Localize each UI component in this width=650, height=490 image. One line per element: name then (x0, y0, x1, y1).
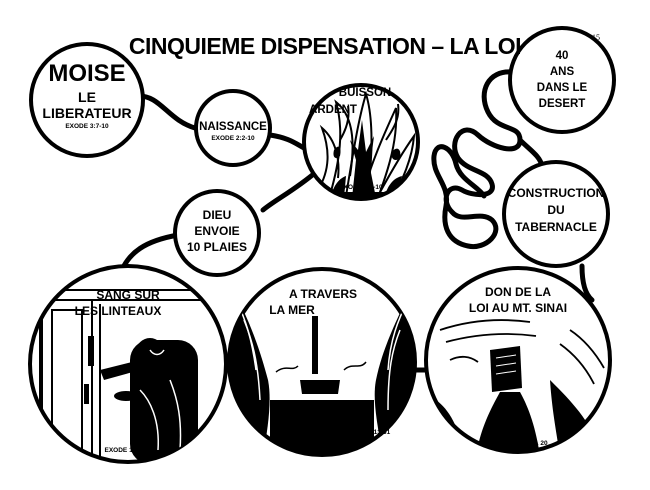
mer-reference: EXODE 14:13-31 (339, 429, 391, 436)
moise-name: MOISE (48, 60, 126, 87)
dieu-line1: DIEU (202, 208, 232, 222)
moise-line3: LIBERATEUR (42, 105, 132, 121)
connector-loi-construction (579, 263, 595, 303)
passover-door-illustration (30, 289, 210, 462)
buisson-line1: BUISSON (338, 87, 392, 99)
page-number: 15 (592, 33, 600, 42)
circle-frames (28, 26, 616, 464)
page-title: CINQUIEME DISPENSATION – LA LOI (128, 33, 522, 59)
mer-line2: LA MER (269, 303, 315, 317)
construction-line2: DU (547, 203, 565, 217)
buisson-line2: ARDENT (309, 104, 357, 116)
construction-line1: CONSTRUCTION (507, 186, 605, 200)
quarante-line3: DANS LE (536, 82, 588, 94)
moise-reference: EXODE 3:7-10 (65, 123, 109, 130)
moise-circle (29, 42, 145, 158)
dieu-line3: 10 PLAIES (186, 240, 248, 254)
loi-line1: DON DE LA (485, 285, 551, 299)
sang-reference: EXODE 12:1-36 (104, 447, 152, 454)
sang-line2: LES LINTEAUX (74, 304, 162, 318)
construction-line3: TABERNACLE (515, 220, 597, 234)
sang-line1: SANG SUR (96, 288, 160, 302)
dieu-line2: ENVOIE (194, 224, 240, 238)
moise-line2: LE (78, 89, 96, 105)
loi-line2: LOI AU MT. SINAI (468, 301, 568, 315)
buisson-reference: EXODE 3:1-10 (339, 184, 383, 191)
dieu-circle (173, 189, 261, 277)
quarante-line1: 40 (555, 50, 569, 62)
quarante-circle (508, 26, 616, 134)
quarante-line4: DESERT (538, 98, 586, 110)
connector-moise-naissance (135, 93, 198, 131)
loi-reference: EXODE 19 & 20 (500, 440, 548, 447)
naissance-reference: EXODE 2:2-10 (211, 135, 255, 142)
mer-line1: A TRAVERS (288, 287, 357, 301)
naissance-circle (194, 89, 272, 167)
quarante-line2: ANS (549, 66, 575, 78)
connector-desert-construction (517, 137, 545, 169)
construction-circle (502, 160, 610, 268)
connector-naissance-buisson (267, 132, 309, 152)
naissance-label: NAISSANCE (199, 121, 267, 133)
connector-buisson-dieu (260, 169, 319, 213)
